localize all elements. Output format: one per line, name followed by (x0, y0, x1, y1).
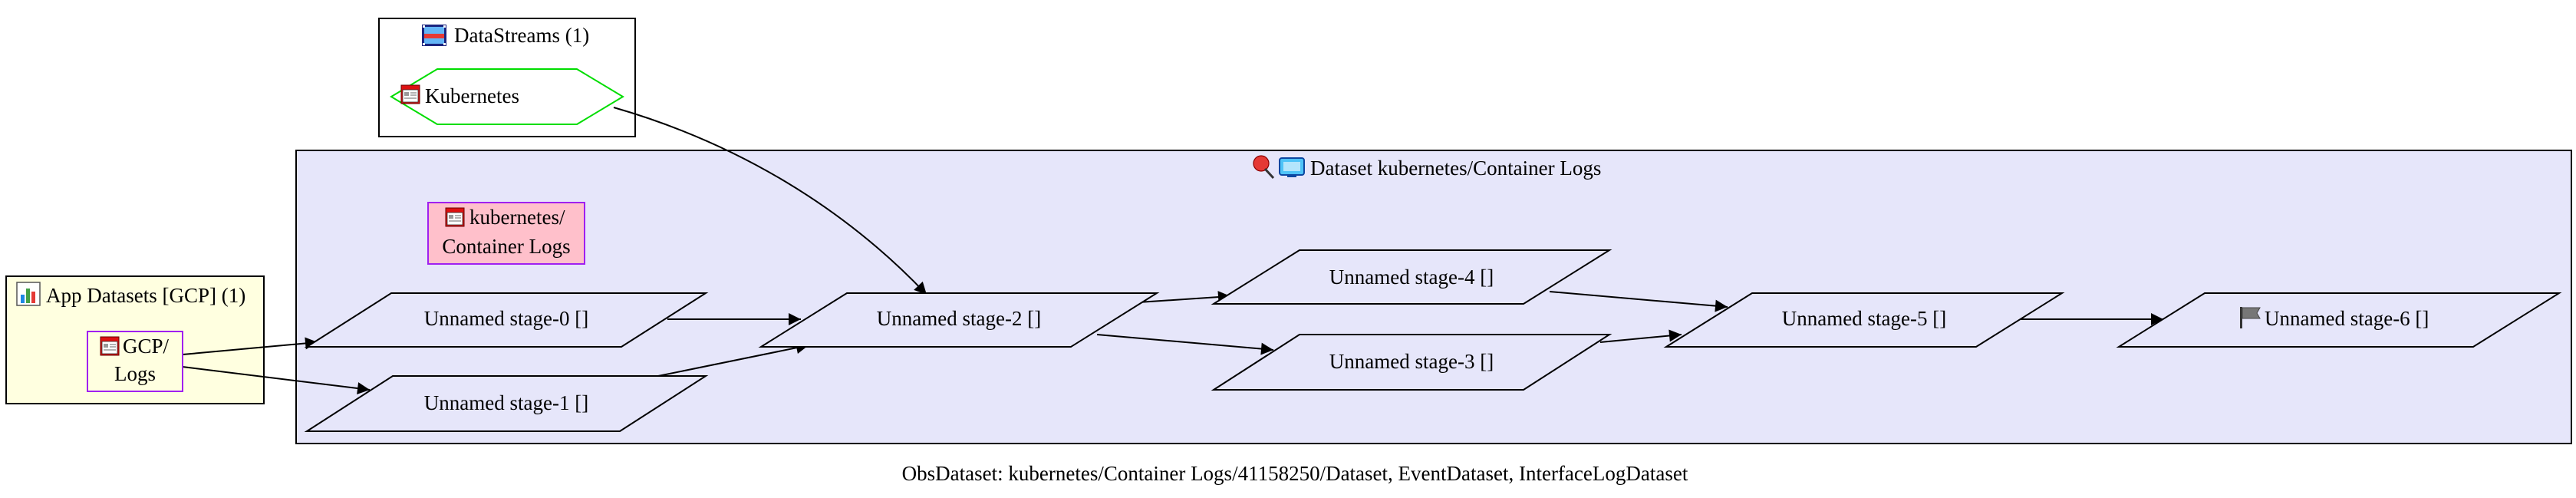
window-icon (445, 207, 465, 227)
window-icon (400, 84, 420, 104)
node-container-logs-line1: kubernetes/ (469, 206, 565, 229)
datastreams-title-text: DataStreams (1) (454, 24, 589, 47)
pin-icon (1253, 155, 1275, 180)
edge-gcp-stage1 (182, 366, 371, 394)
edge-gcp-stage0 (182, 337, 318, 355)
node-stage2-label: Unnamed stage-2 [] (877, 307, 1041, 330)
node-kubernetes[interactable]: Kubernetes (390, 68, 624, 125)
node-stage0-label: Unnamed stage-0 [] (424, 307, 588, 330)
node-stage6-label: Unnamed stage-6 [] (2265, 307, 2429, 330)
node-gcp-logs-line1: GCP/ (123, 335, 170, 358)
node-stage3-label: Unnamed stage-3 [] (1329, 350, 1494, 373)
node-container-logs-line2: Container Logs (442, 235, 570, 258)
edge-stage1-stage2 (657, 341, 809, 377)
node-gcp-logs[interactable]: GCP/ Logs (87, 331, 183, 392)
node-stage2[interactable]: Unnamed stage-2 [] (758, 292, 1160, 348)
flag-icon (2240, 307, 2261, 328)
film-icon (422, 25, 446, 46)
node-stage0[interactable]: Unnamed stage-0 [] (304, 292, 709, 348)
node-stage3[interactable]: Unnamed stage-3 [] (1211, 334, 1612, 391)
node-gcp-logs-line2: Logs (114, 362, 156, 385)
edge-kubernetes-stage2 (613, 107, 927, 295)
node-stage4-label: Unnamed stage-4 [] (1329, 265, 1494, 289)
edges (182, 107, 2163, 394)
window-icon (100, 336, 120, 356)
node-stage5-label: Unnamed stage-5 [] (1782, 307, 1946, 330)
monitor-icon (1279, 157, 1305, 177)
diagram-caption: ObsDataset: kubernetes/Container Logs/41… (902, 462, 1688, 485)
app-datasets-title-text: App Datasets [GCP] (1) (46, 284, 245, 307)
dataset-title: Dataset kubernetes/Container Logs (1253, 155, 1601, 180)
node-container-logs[interactable]: kubernetes/ Container Logs (427, 202, 585, 265)
edge-stage3-stage5 (1599, 329, 1682, 343)
node-stage5[interactable]: Unnamed stage-5 [] (1663, 292, 2065, 348)
edge-stage2-stage4 (1138, 291, 1231, 304)
node-stage1[interactable]: Unnamed stage-1 [] (304, 375, 709, 432)
edge-stage4-stage5 (1549, 291, 1728, 312)
app-datasets-title: App Datasets [GCP] (1) (16, 282, 245, 307)
node-stage6[interactable]: Unnamed stage-6 [] (2116, 292, 2562, 348)
node-stage1-label: Unnamed stage-1 [] (424, 391, 588, 414)
node-stage4[interactable]: Unnamed stage-4 [] (1211, 249, 1612, 305)
bar-chart-icon (16, 282, 41, 306)
edge-stage2-stage3 (1096, 334, 1274, 355)
dataset-title-text: Dataset kubernetes/Container Logs (1310, 157, 1601, 180)
datastreams-title: DataStreams (1) (422, 24, 589, 47)
node-kubernetes-label: Kubernetes (425, 84, 519, 107)
